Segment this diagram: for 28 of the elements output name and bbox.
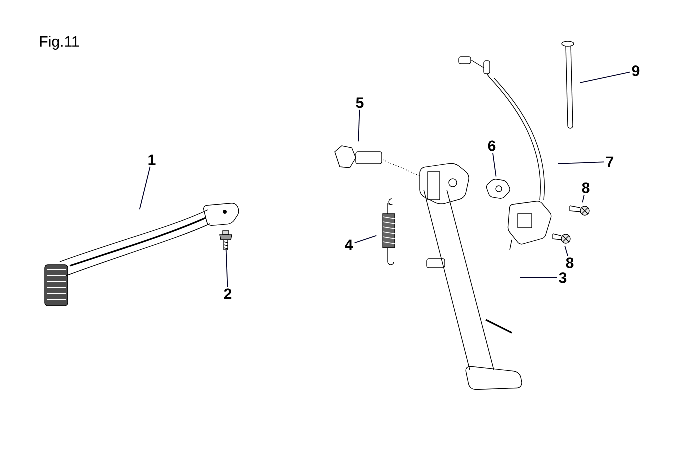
callout-number: 9 xyxy=(632,66,640,76)
leader-line xyxy=(139,166,151,210)
nut-drawing xyxy=(486,179,510,199)
leader-line xyxy=(580,72,631,84)
leader-line xyxy=(354,235,378,244)
switch-cable-drawing xyxy=(458,56,552,250)
screw-drawing xyxy=(570,206,590,216)
figure-title: Fig.11 xyxy=(40,36,80,50)
leader-line xyxy=(492,152,497,178)
screw-drawing xyxy=(552,234,571,244)
callout-number: 4 xyxy=(345,240,354,250)
leader-line xyxy=(520,277,558,278)
callout-number: 7 xyxy=(606,156,614,168)
gear-lever-drawing xyxy=(44,203,240,306)
callout-number: 1 xyxy=(148,154,156,166)
leader-line xyxy=(226,250,228,288)
callout-number: 3 xyxy=(559,272,567,284)
bolt-drawing xyxy=(334,146,420,176)
leader-line xyxy=(582,194,585,204)
leader-line xyxy=(358,109,360,142)
leader-line xyxy=(564,246,568,256)
side-stand-drawing xyxy=(420,163,522,390)
callout-number: 8 xyxy=(566,258,574,268)
callout-number: 8 xyxy=(582,182,590,194)
callout-number: 5 xyxy=(356,98,364,108)
leader-line xyxy=(558,162,605,164)
spring-drawing xyxy=(382,198,396,266)
pin-drawing xyxy=(562,41,574,129)
